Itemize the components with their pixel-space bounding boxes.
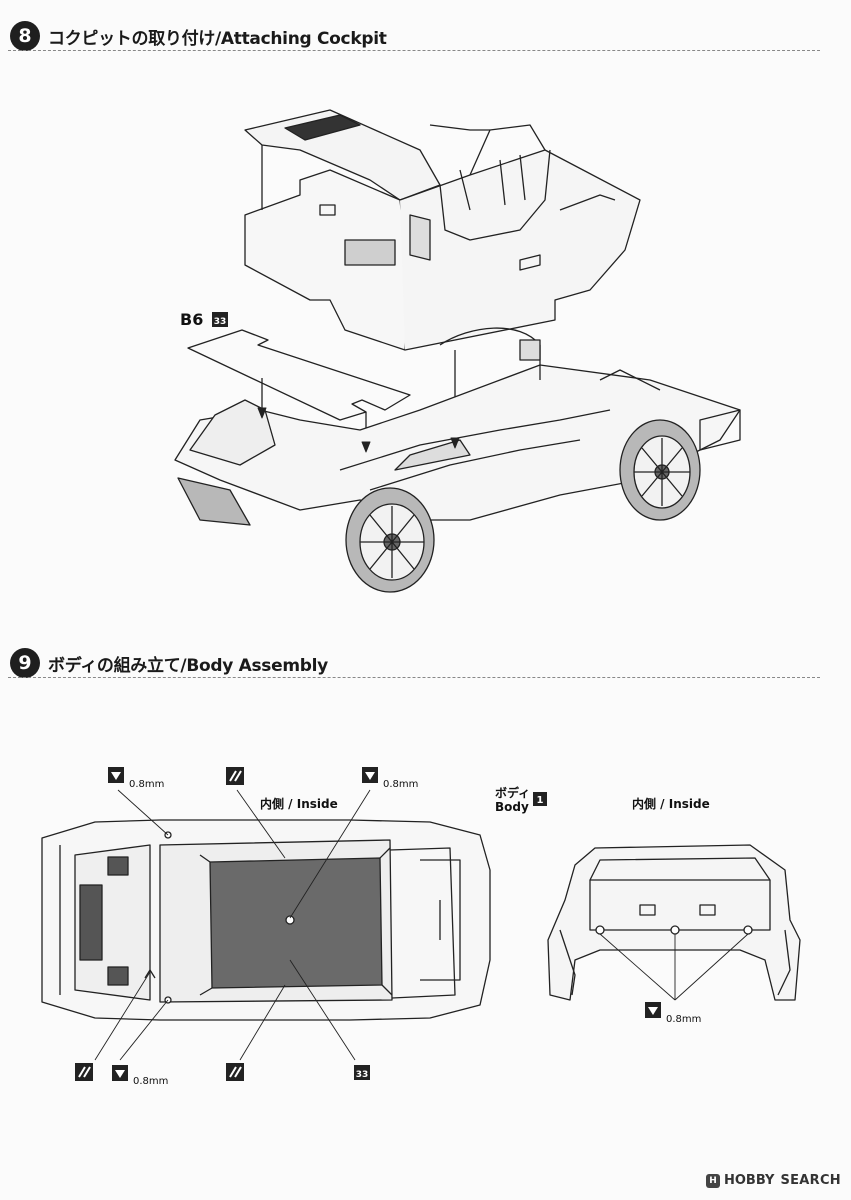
step-8-header: 8 コクピットの取り付け/Attaching Cockpit: [10, 18, 387, 54]
drill-label-1: 0.8mm: [129, 779, 164, 790]
rear-left-tire: [177, 477, 251, 526]
watermark-logo-icon: H: [706, 1173, 720, 1188]
drill-icon-4: [645, 1002, 661, 1018]
cement-icon-3: [226, 1063, 244, 1081]
decal-33-label-step9: 33: [356, 1070, 369, 1080]
cement-icon-2: [75, 1063, 93, 1081]
step-9-divider: [8, 677, 820, 678]
cement-icon-1: [226, 767, 244, 785]
body-inside-rear-view: [547, 844, 801, 1001]
watermark: H HOBBY SEARCH: [706, 1173, 841, 1188]
drill-icon-1: [108, 767, 124, 783]
step-8-divider: [8, 50, 820, 51]
step-8-illustration: B6 33: [174, 109, 741, 593]
inside-label-right: 内側 / Inside: [632, 796, 710, 811]
drill-icon-3: [112, 1065, 128, 1081]
leader-lines: [94, 789, 749, 1061]
body-part-number: 1: [537, 795, 544, 806]
step-8-number: 8: [10, 21, 40, 51]
front-wheel: [345, 487, 435, 593]
body-inside-top-view: [41, 819, 491, 1021]
decal-33-badge-step9: [354, 1065, 370, 1080]
inside-label-left: 内側 / Inside: [260, 796, 338, 811]
part-b6-label: B6: [180, 310, 203, 329]
drill-icon-2: [362, 767, 378, 783]
body-label-en: Body: [495, 800, 529, 814]
watermark-brand: HOBBY: [724, 1173, 775, 1188]
body-label-jp: ボディ: [495, 785, 530, 800]
drill-label-2: 0.8mm: [383, 779, 418, 790]
step-8-arrows: [257, 407, 460, 453]
step-8-title: コクピットの取り付け/Attaching Cockpit: [48, 28, 387, 49]
step-9-title: ボディの組み立て/Body Assembly: [48, 655, 328, 676]
step-9-number: 9: [10, 648, 40, 678]
rear-wheel: [619, 419, 701, 521]
decal-33-label: 33: [214, 317, 227, 327]
drill-label-4: 0.8mm: [666, 1014, 701, 1025]
cockpit-tub: [244, 109, 641, 440]
body-part-badge: [533, 792, 547, 806]
step-9-header: 9 ボディの組み立て/Body Assembly: [10, 645, 328, 681]
decal-33-badge: [212, 312, 228, 327]
drill-label-3: 0.8mm: [133, 1076, 168, 1087]
watermark-suffix: SEARCH: [780, 1173, 841, 1188]
